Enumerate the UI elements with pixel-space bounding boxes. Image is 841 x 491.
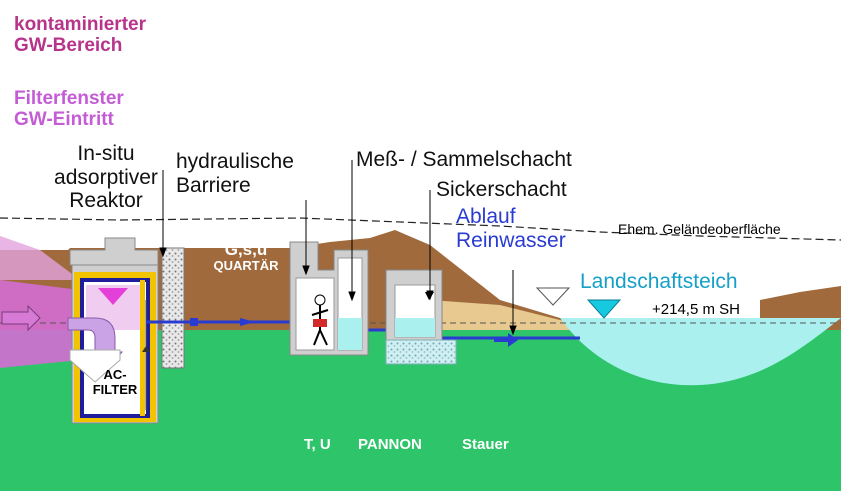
pond-basin — [560, 318, 841, 386]
legend-filter-window: Filterfenster GW-Eintritt — [14, 88, 124, 131]
seepage-shaft-label: Sickerschacht — [436, 178, 567, 201]
pointer-lines — [159, 160, 517, 336]
hydraulic-barrier — [161, 247, 185, 369]
barrier-label: hydraulische Barriere — [176, 150, 294, 197]
pond-water-level-marker — [586, 299, 622, 319]
layer-tu-label: T, U — [304, 436, 331, 453]
quaternary-label-line2: QUARTÄR — [213, 258, 279, 274]
layer-pannon-label: PANNON — [358, 436, 422, 453]
outflow-label-line1: Ablauf — [456, 205, 516, 228]
reactor-label: In-situ adsorptiver Reaktor — [42, 142, 170, 213]
contaminated-zone — [0, 280, 80, 368]
outflow-label-line2: Reinwasser — [456, 228, 566, 252]
reactor-label-line2: adsorptiver — [54, 165, 158, 189]
reactor — [69, 237, 159, 424]
legend-filter-line2: GW-Eintritt — [14, 109, 114, 131]
contaminated-zone-upper — [0, 236, 80, 280]
water-level-label: +214,5 m SH — [652, 301, 740, 318]
former-water-level-marker — [535, 287, 571, 306]
layer-stauer-label: Stauer — [462, 436, 509, 453]
legend-contaminated-zone: kontaminierter GW-Bereich — [14, 14, 146, 57]
barrier-label-line2: Barriere — [176, 173, 251, 197]
ac-filter-line1: AC- — [103, 367, 127, 382]
former-surface-label: Ehem. Geländeoberfläche — [618, 221, 781, 237]
legend-filter-line1: Filterfenster — [14, 88, 124, 109]
collection-shaft — [289, 241, 369, 356]
pond-label: Landschaftsteich — [580, 270, 738, 293]
quaternary-label-line1: G,s,u — [224, 240, 268, 259]
quaternary-label: G,s,u QUARTÄR — [202, 240, 290, 274]
legend-contaminated-line1: kontaminierter — [14, 14, 146, 35]
legend-contaminated-line2: GW-Bereich — [14, 35, 123, 57]
former-surface-line — [0, 217, 841, 241]
ac-filter-label: AC- FILTER — [84, 367, 146, 398]
reactor-label-line3: Reaktor — [69, 189, 143, 213]
outflow-label: Ablauf Reinwasser — [456, 205, 566, 252]
ac-filter-line2: FILTER — [92, 381, 138, 397]
reactor-label-line1: In-situ — [77, 142, 135, 165]
inflow-arrows — [1, 304, 124, 383]
barrier-label-line1: hydraulische — [176, 150, 294, 173]
collection-shaft-label: Meß- / Sammelschacht — [356, 148, 572, 171]
